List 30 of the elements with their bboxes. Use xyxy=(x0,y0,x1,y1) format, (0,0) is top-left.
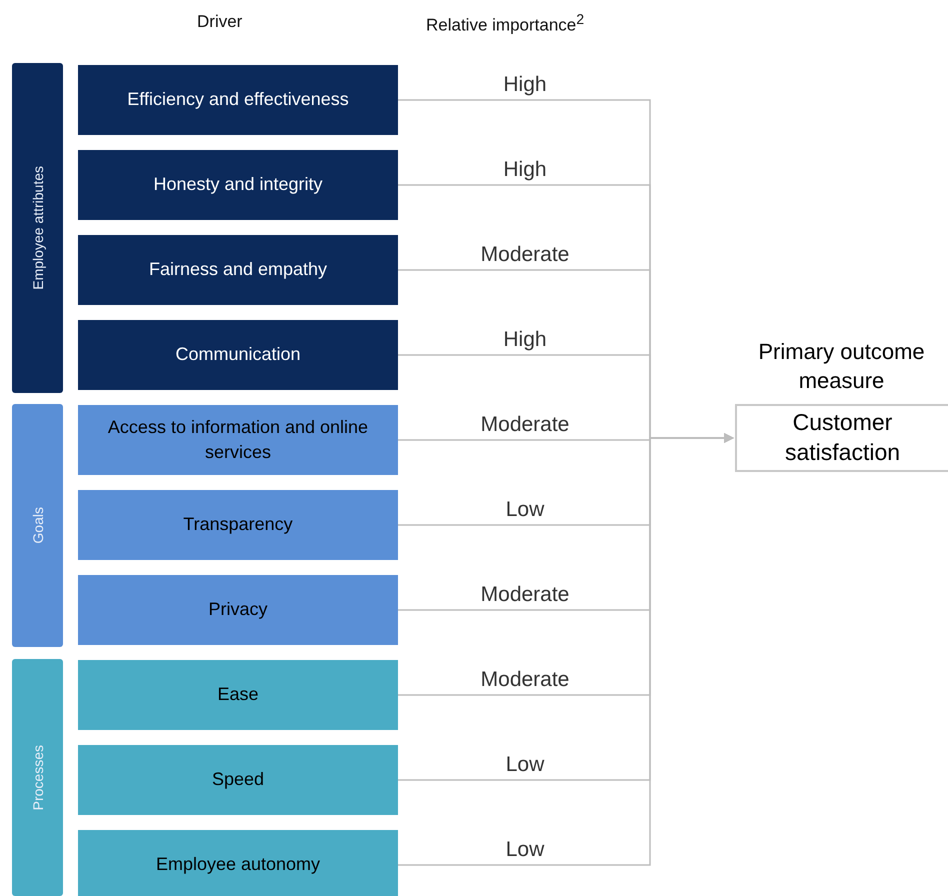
edge-label: Moderate xyxy=(480,583,570,607)
driver-box: Ease xyxy=(78,660,398,730)
driver-box: Employee autonomy xyxy=(78,830,398,896)
driver-box: Efficiency and effectiveness xyxy=(78,65,398,135)
driver-box: Fairness and empathy xyxy=(78,235,398,305)
group-band xyxy=(12,659,63,896)
group-band xyxy=(12,404,63,647)
edge-label: Low xyxy=(504,498,546,522)
group-band xyxy=(12,63,63,393)
outcome-box: Customer satisfaction xyxy=(735,404,948,472)
column-header: Driver xyxy=(197,12,242,32)
edge-label: Moderate xyxy=(480,413,570,437)
group-label: Employee attributes xyxy=(30,166,46,290)
edge-label: Moderate xyxy=(480,243,570,267)
driver-box: Privacy xyxy=(78,575,398,645)
driver-box: Access to information and online services xyxy=(78,405,398,475)
edge-label: High xyxy=(502,73,548,97)
group-label: Goals xyxy=(30,507,46,544)
edge-label: Moderate xyxy=(480,668,570,692)
edge-label: Low xyxy=(504,838,546,862)
edge-label: Low xyxy=(504,753,546,777)
edge-label: High xyxy=(502,158,548,182)
outcome-heading: Primary outcome measure xyxy=(757,338,926,395)
driver-box: Honesty and integrity xyxy=(78,150,398,220)
driver-box: Communication xyxy=(78,320,398,390)
driver-box: Speed xyxy=(78,745,398,815)
column-header: Relative importance$^{2}$ xyxy=(426,12,584,36)
driver-box: Transparency xyxy=(78,490,398,560)
edge-label: High xyxy=(502,328,548,352)
group-label: Processes xyxy=(30,744,46,810)
